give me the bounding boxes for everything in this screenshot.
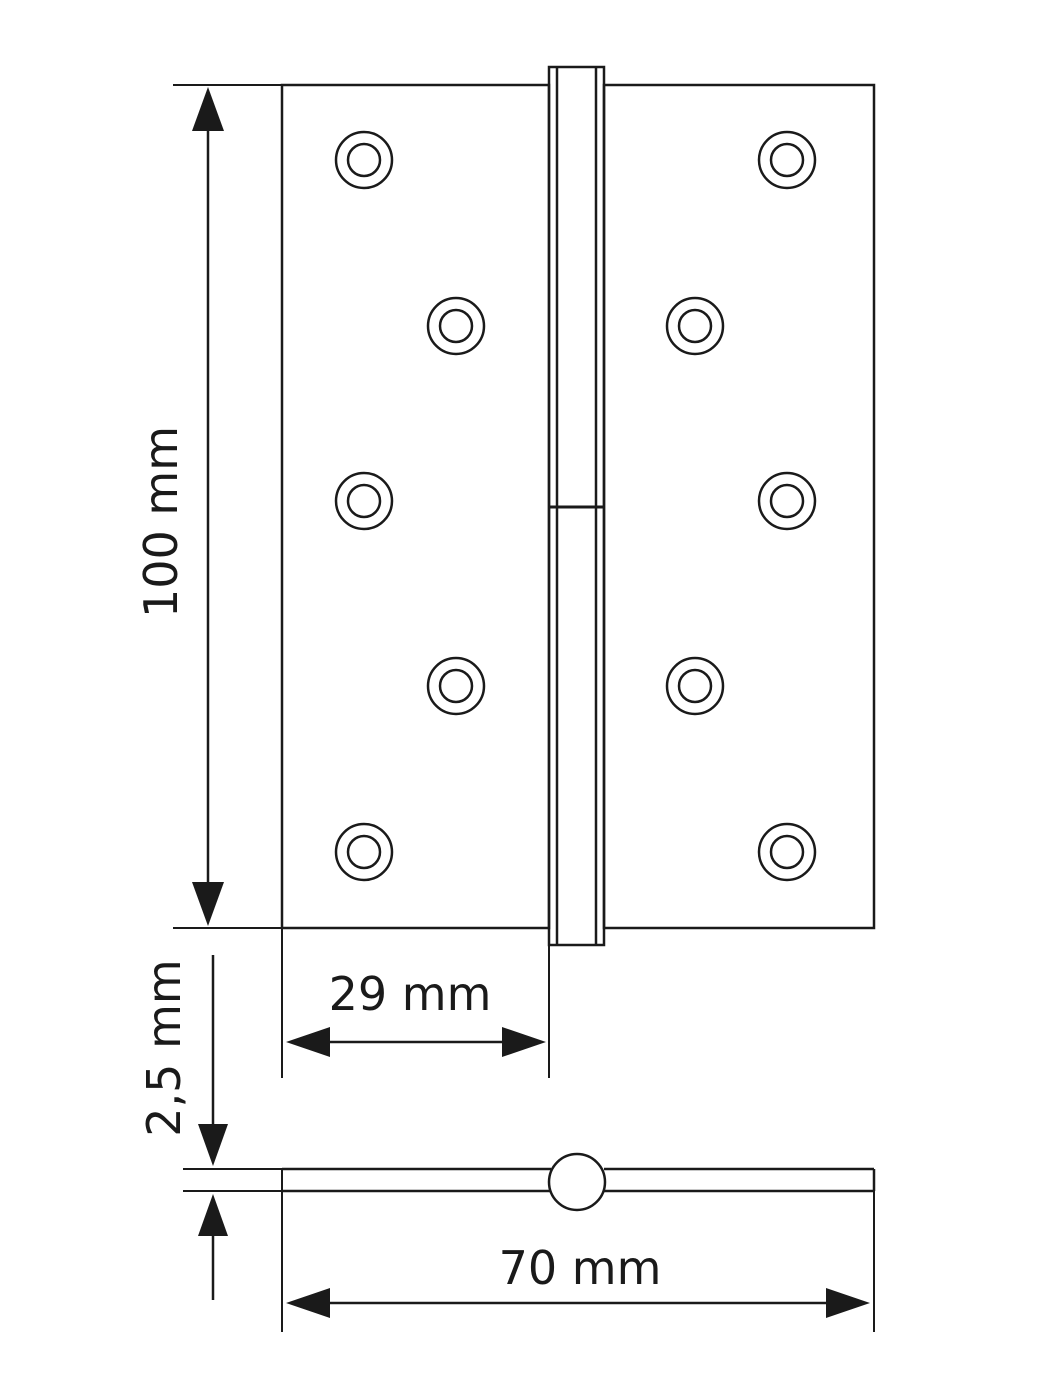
screw-hole-icon (426, 296, 486, 356)
arrow-right-icon (502, 1027, 546, 1057)
arrow-left-icon (286, 1027, 330, 1057)
arrow-down-icon (192, 882, 224, 926)
screw-hole-icon (757, 471, 817, 531)
screw-hole-icon (665, 296, 725, 356)
total-width-dimension: 70 mm (281, 1169, 875, 1332)
screw-hole-icon (334, 130, 394, 190)
screw-hole-icon (426, 656, 486, 716)
left-leaf-outline (280, 83, 551, 930)
screw-hole-icon (334, 471, 394, 531)
screw-hole-icon (665, 656, 725, 716)
arrow-up-icon (192, 87, 224, 131)
total-width-dimension-label: 70 mm (499, 1241, 662, 1295)
thickness-dimension-label: 2,5 mm (137, 959, 191, 1136)
screw-holes (334, 130, 817, 882)
screw-hole-icon (334, 822, 394, 882)
arrow-right-icon (826, 1288, 870, 1318)
arrow-up-icon (198, 1194, 228, 1236)
arrow-down-icon (198, 1124, 228, 1166)
thickness-dimension: 2,5 mm (137, 955, 282, 1300)
hinge-knuckle (547, 65, 606, 947)
hinge-side-view (282, 1152, 876, 1212)
screw-hole-icon (757, 130, 817, 190)
height-dimension: 100 mm (134, 84, 282, 929)
screw-hole-icon (757, 822, 817, 882)
leaf-width-dimension-label: 29 mm (329, 967, 492, 1021)
right-leaf-outline (602, 83, 876, 930)
height-dimension-label: 100 mm (134, 426, 188, 618)
arrow-left-icon (286, 1288, 330, 1318)
pin-circle (547, 1152, 607, 1212)
leaf-width-dimension: 29 mm (281, 928, 550, 1078)
